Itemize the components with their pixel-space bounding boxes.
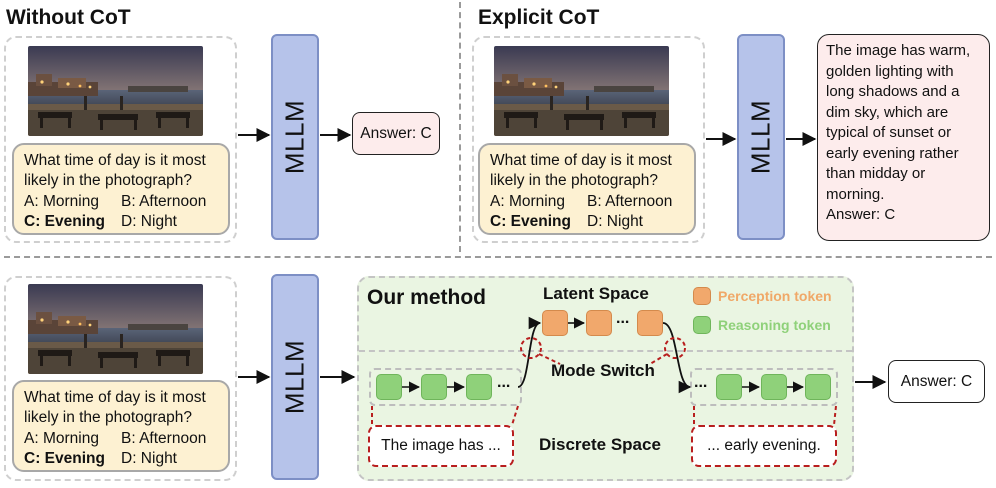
legend-reasoning-swatch — [693, 316, 711, 334]
mode-switch-label: Mode Switch — [551, 361, 655, 380]
cot-answer-text: Answer: C — [826, 206, 896, 223]
text-link-right-b — [833, 405, 837, 426]
latent-ellipsis: ... — [616, 310, 630, 327]
cot-reasoning-box: The image has warm, golden lighting with… — [817, 34, 990, 241]
panel-divider-vertical — [459, 2, 461, 252]
option-c: C: Evening — [490, 213, 571, 230]
discrete-text-end: ... early evening. — [691, 425, 837, 467]
question-text: What time of day is it most likely in th… — [24, 389, 206, 426]
mllm-block: MLLM — [271, 274, 319, 480]
reasoning-token — [761, 374, 787, 400]
perception-token — [637, 310, 663, 336]
reasoning-token — [805, 374, 831, 400]
option-d: D: Night — [587, 213, 643, 230]
option-d: D: Night — [121, 213, 177, 230]
option-b: B: Afternoon — [121, 430, 207, 447]
discrete-text-start: The image has ... — [368, 425, 514, 467]
switch-to-discrete-curve — [662, 322, 692, 394]
reasoning-token — [421, 374, 447, 400]
reasoning-token — [466, 374, 492, 400]
legend-perception-swatch — [693, 287, 711, 305]
reasoning-token — [716, 374, 742, 400]
legend-perception-label: Perception token — [718, 288, 832, 304]
reasoning-token — [376, 374, 402, 400]
option-a: A: Morning — [24, 430, 99, 447]
option-b: B: Afternoon — [587, 193, 673, 210]
mllm-block: MLLM — [271, 34, 319, 240]
question-box: What time of day is it most likely in th… — [12, 380, 230, 472]
option-b: B: Afternoon — [121, 193, 207, 210]
mode-switch-circle-right — [664, 337, 686, 359]
question-text: What time of day is it most likely in th… — [490, 152, 672, 189]
perception-token — [586, 310, 612, 336]
reasoning-tokens-group-left — [369, 368, 522, 406]
option-a: A: Morning — [24, 193, 99, 210]
mode-switch-connector-left — [538, 353, 561, 365]
question-box: What time of day is it most likely in th… — [12, 143, 230, 235]
text-link-left-b — [511, 405, 519, 426]
discrete-ellipsis-right: ... — [694, 374, 708, 391]
latent-space-label: Latent Space — [543, 284, 649, 303]
mode-switch-circle-left — [520, 337, 542, 359]
cot-reasoning-text: The image has warm, golden lighting with… — [826, 42, 971, 203]
explicit-cot-title: Explicit CoT — [478, 6, 600, 29]
question-box: What time of day is it most likely in th… — [478, 143, 696, 235]
without-cot-title: Without CoT — [6, 6, 131, 29]
option-c: C: Evening — [24, 213, 105, 230]
perception-token — [542, 310, 568, 336]
question-text: What time of day is it most likely in th… — [24, 152, 206, 189]
space-divider — [359, 350, 852, 352]
final-answer-box: Answer: C — [888, 360, 985, 403]
panel-divider-horizontal — [4, 256, 992, 258]
mode-switch-connector-right — [649, 353, 668, 365]
switch-to-latent-curve — [517, 316, 542, 388]
answer-box: Answer: C — [352, 112, 440, 155]
option-a: A: Morning — [490, 193, 565, 210]
option-c: C: Evening — [24, 450, 105, 467]
discrete-ellipsis-left: ... — [497, 374, 511, 391]
option-d: D: Night — [121, 450, 177, 467]
our-method-title: Our method — [367, 286, 486, 309]
legend-reasoning-label: Reasoning token — [718, 317, 831, 333]
mllm-block: MLLM — [737, 34, 785, 240]
discrete-space-label: Discrete Space — [539, 435, 661, 454]
